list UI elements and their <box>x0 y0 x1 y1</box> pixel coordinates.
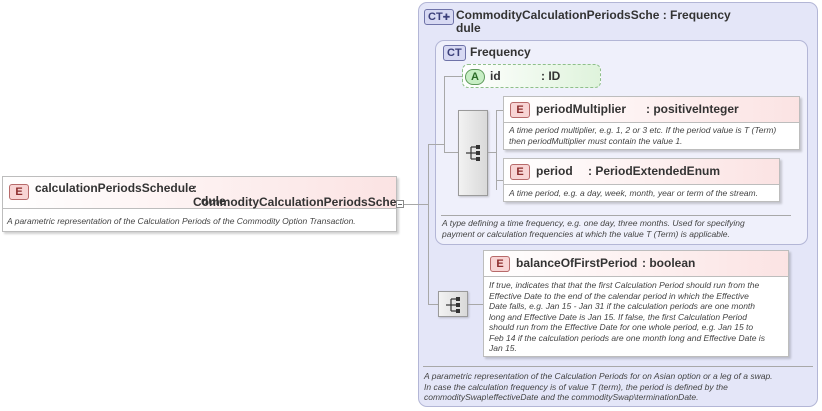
connector-line <box>444 152 458 153</box>
root-element-doc: A parametric representation of the Calcu… <box>7 216 356 226</box>
expand-toggle[interactable] <box>396 200 404 208</box>
element-header: E periodMultiplier : positiveInteger <box>504 97 799 123</box>
element-periodMultiplier[interactable]: E periodMultiplier : positiveInteger A t… <box>503 96 800 150</box>
element-name: period <box>536 164 573 178</box>
complex-type-title: CommodityCalculationPeriodsSche : Freque… <box>456 8 731 22</box>
element-balanceOfFirstPeriod[interactable]: E balanceOfFirstPeriod : boolean If true… <box>483 250 789 357</box>
connector-line <box>404 204 418 205</box>
attribute-type: : ID <box>541 69 561 83</box>
sequence-compositor[interactable] <box>458 110 488 196</box>
connector-line <box>428 144 444 145</box>
connector-line <box>444 76 445 152</box>
complex-type-doc: A parametric representation of the Calcu… <box>424 371 773 402</box>
attribute-name: id <box>490 69 501 83</box>
frequency-doc: A type defining a time frequency, e.g. o… <box>442 218 745 239</box>
connector-line <box>496 110 497 190</box>
element-doc: A time period multiplier, e.g. 1, 2 or 3… <box>509 125 777 146</box>
connector-line <box>496 110 504 111</box>
element-header: E balanceOfFirstPeriod : boolean <box>484 251 788 277</box>
element-name: balanceOfFirstPeriod <box>516 256 638 270</box>
connector-line <box>428 304 438 305</box>
element-header: E period : PeriodExtendedEnum <box>504 159 779 185</box>
divider <box>441 215 791 216</box>
element-doc: A time period, e.g. a day, week, month, … <box>509 188 758 198</box>
element-badge: E <box>490 256 510 272</box>
connector-line <box>488 152 496 153</box>
root-element-type-cont: dule <box>201 194 226 208</box>
element-doc: If true, indicates that that the first C… <box>489 280 765 353</box>
sequence-icon <box>446 297 460 313</box>
root-element-calculationPeriodsSchedule[interactable]: E calculationPeriodsSchedule : Commodity… <box>2 176 397 232</box>
element-period[interactable]: E period : PeriodExtendedEnum A time per… <box>503 158 780 202</box>
connector-line <box>418 204 428 205</box>
connector-line <box>468 304 483 305</box>
element-badge: E <box>510 102 530 118</box>
sequence-icon <box>466 145 480 161</box>
element-type: : boolean <box>642 256 696 270</box>
element-badge: E <box>510 164 530 180</box>
frequency-title: Frequency <box>470 45 531 59</box>
root-element-name: calculationPeriodsSchedule <box>35 181 196 195</box>
sequence-compositor[interactable] <box>438 291 468 317</box>
connector-line <box>428 144 429 304</box>
attribute-badge: A <box>465 69 485 85</box>
connector-line <box>444 76 462 77</box>
element-type: : positiveInteger <box>646 102 739 116</box>
element-type: : PeriodExtendedEnum <box>588 164 721 178</box>
complex-type-title-cont: dule <box>456 21 481 35</box>
connector-line <box>496 180 504 181</box>
attribute-id[interactable]: A id : ID <box>462 64 601 88</box>
complex-type-badge: CT✚ <box>424 9 455 25</box>
divider <box>423 366 813 367</box>
root-element-type: : CommodityCalculationPeriodsSche <box>193 181 397 209</box>
frequency-badge: CT <box>443 45 466 61</box>
element-name: periodMultiplier <box>536 102 626 116</box>
root-element-header: E calculationPeriodsSchedule : Commodity… <box>3 177 396 209</box>
element-badge: E <box>9 184 29 200</box>
